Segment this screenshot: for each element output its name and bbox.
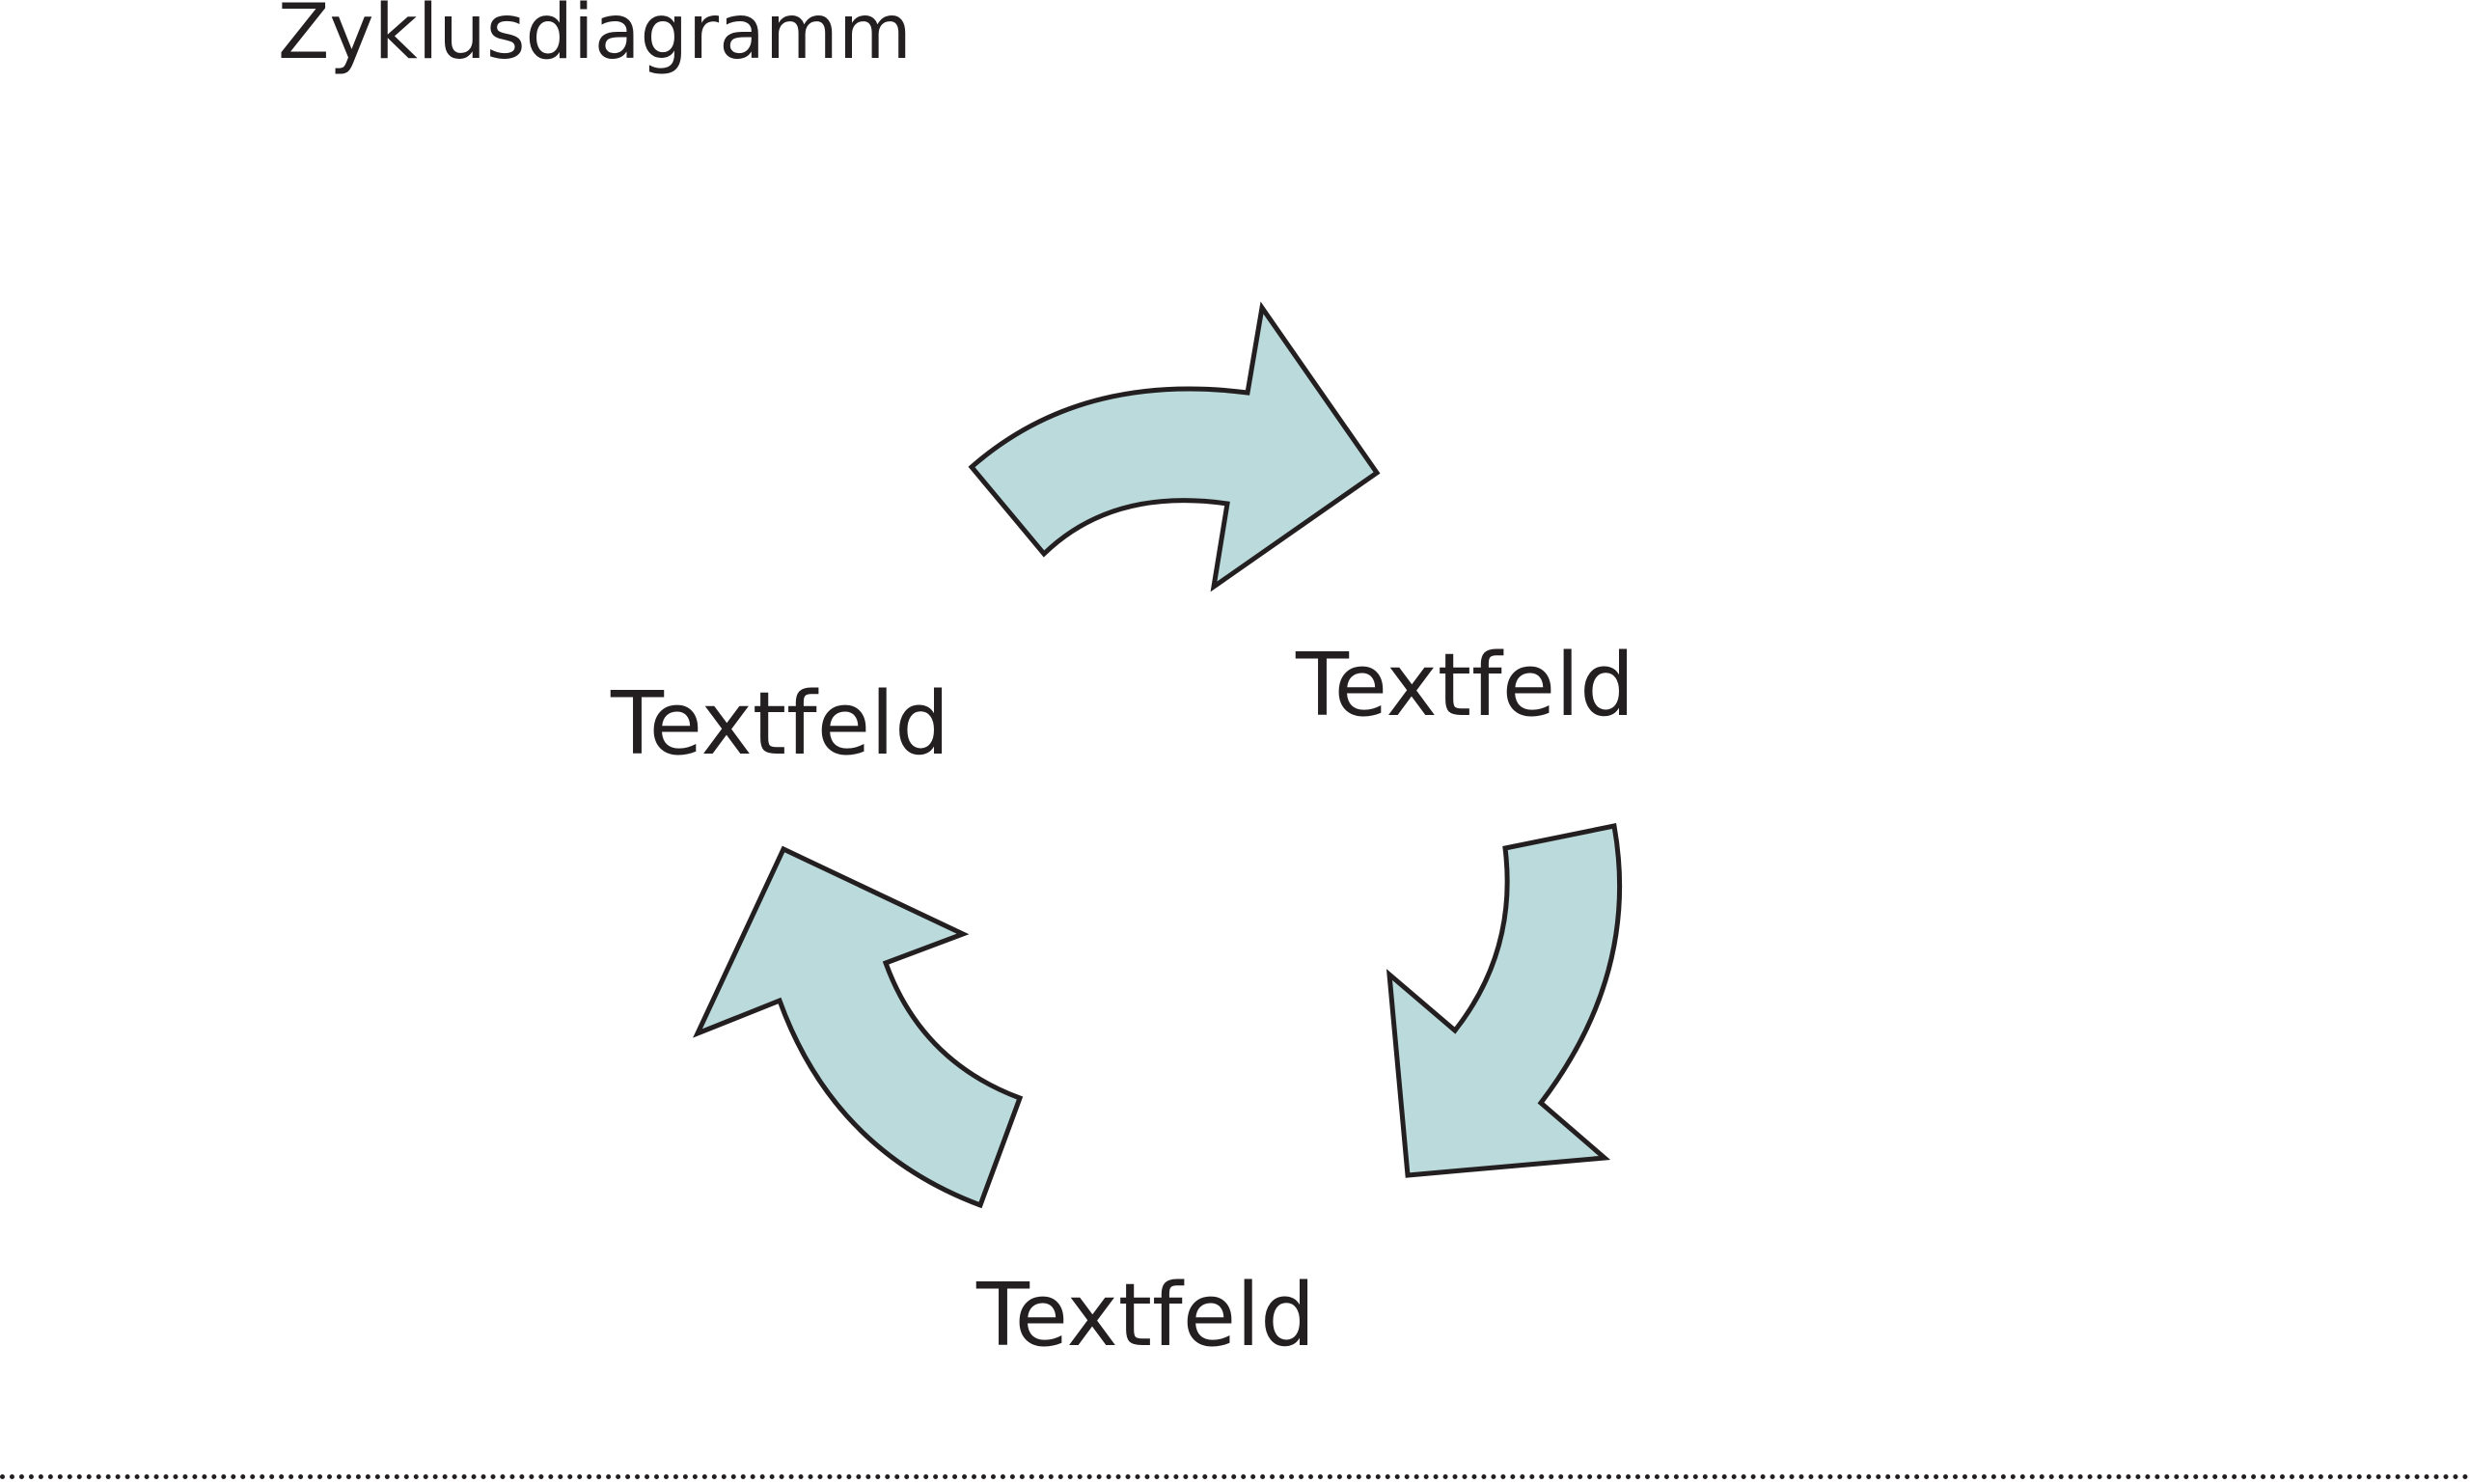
- cycle-label-top-right: Textfeld: [1296, 635, 1635, 736]
- cycle-arrow-left: [693, 845, 1024, 1209]
- page-title: Zyklusdiagramm: [278, 0, 912, 76]
- bottom-divider: [0, 1474, 2470, 1479]
- cycle-arrow-top: [968, 301, 1381, 592]
- cycle-label-left: Textfeld: [611, 673, 950, 775]
- cycle-arrow-right: [1386, 823, 1623, 1178]
- cycle-label-bottom: Textfeld: [976, 1265, 1316, 1366]
